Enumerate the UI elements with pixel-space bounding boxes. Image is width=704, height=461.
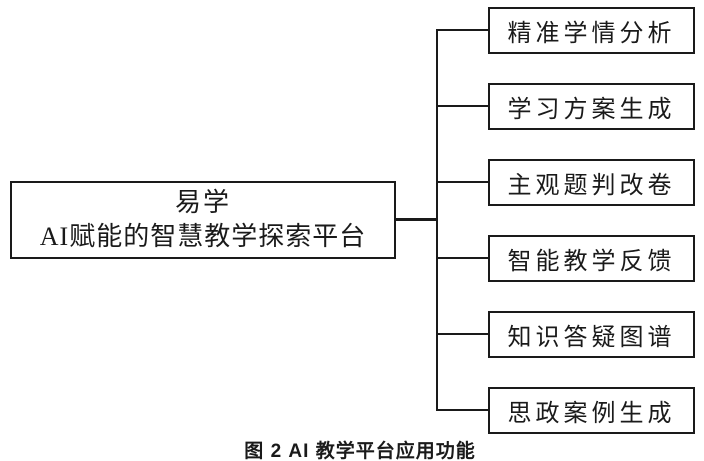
branch-node-knowledge-qa-graph: 知识答疑图谱 — [488, 311, 695, 358]
branch-node-subjective-question-grading: 主观题判改卷 — [488, 159, 695, 206]
root-node-subtitle: AI赋能的智慧教学探索平台 — [39, 222, 367, 251]
branch-line-4 — [437, 257, 488, 259]
branch-node-ideological-case-generation: 思政案例生成 — [488, 387, 695, 434]
branch-node-learning-plan-generation: 学习方案生成 — [488, 83, 695, 130]
figure-caption: 图 2 AI 教学平台应用功能 — [244, 441, 476, 461]
root-node-title: 易学 — [174, 188, 231, 217]
branch-node-intelligent-teaching-feedback: 智能教学反馈 — [488, 235, 695, 282]
branch-line-6 — [437, 409, 488, 411]
spine-line — [436, 29, 438, 411]
branch-line-5 — [437, 333, 488, 335]
root-connector-line — [394, 218, 438, 221]
branch-line-2 — [437, 105, 488, 107]
branch-line-3 — [437, 181, 488, 183]
root-node: 易学 AI赋能的智慧教学探索平台 — [10, 181, 396, 259]
branch-line-1 — [437, 29, 488, 31]
branch-node-precise-learning-analysis: 精准学情分析 — [488, 7, 695, 54]
